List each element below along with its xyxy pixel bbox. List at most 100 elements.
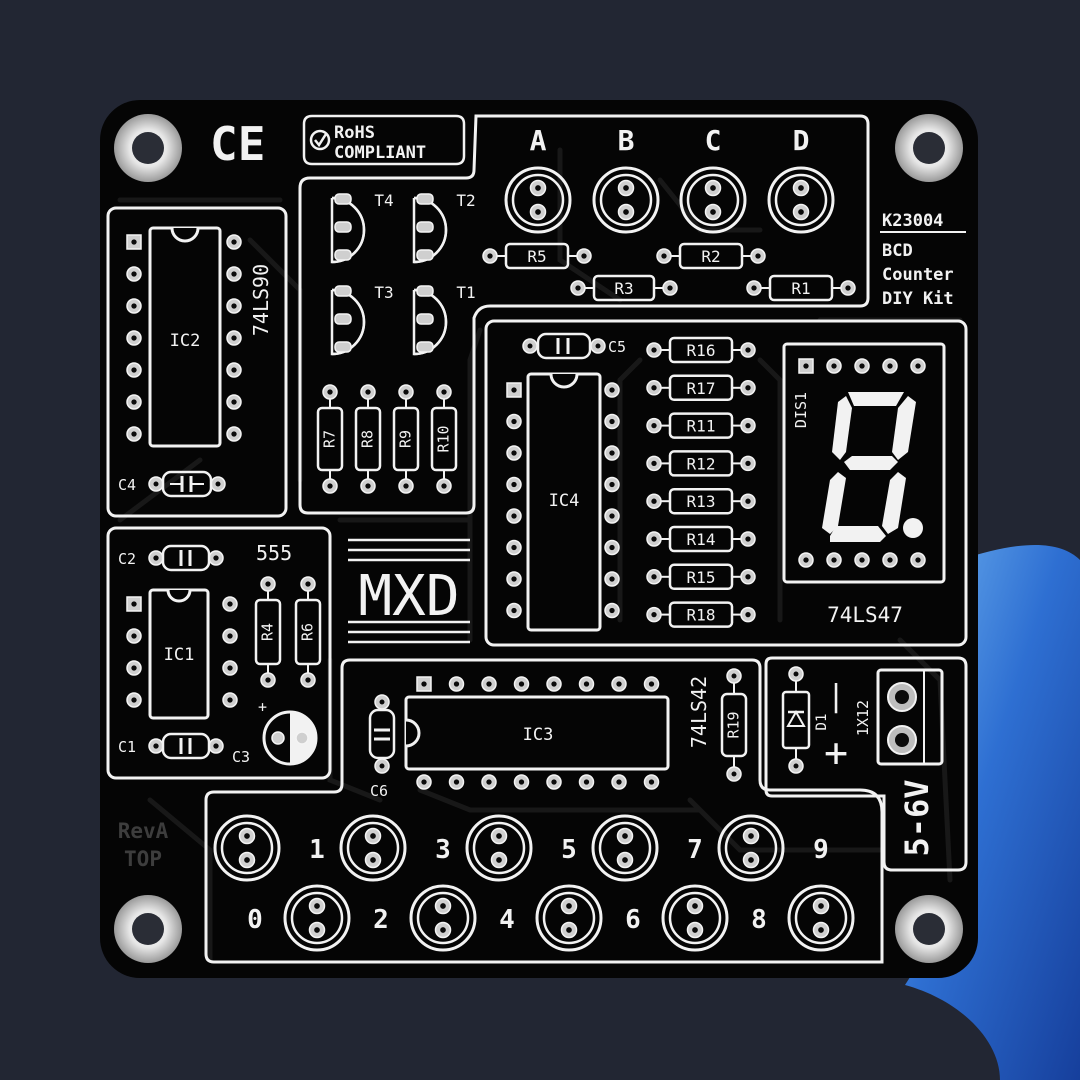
resistor-label: R6 <box>299 623 317 641</box>
d1-label: D1 <box>814 714 830 731</box>
ic4-label: IC4 <box>549 491 580 511</box>
led-d <box>767 166 835 234</box>
screw-terminal <box>876 668 944 766</box>
ic2-label: IC2 <box>170 331 201 351</box>
resistor-label: R1 <box>791 279 810 298</box>
led-label: 2 <box>373 905 389 935</box>
led-label: 3 <box>435 835 451 865</box>
resistor-r12: R12 <box>646 450 756 477</box>
ic2-part-label: 74LS90 <box>249 264 273 336</box>
led-label: 7 <box>687 835 703 865</box>
revision-line-1: RevA <box>118 819 169 843</box>
transistor-t3: T3 <box>330 283 394 356</box>
transistor-label: T2 <box>456 191 475 210</box>
kit-line-1: BCD <box>882 241 913 261</box>
mxd-logo: MXD <box>348 538 470 644</box>
kit-code: K23004 <box>882 211 943 231</box>
resistor-r16: R16 <box>646 336 756 364</box>
resistor-r7: R7 <box>316 384 344 494</box>
resistor-r14: R14 <box>646 525 756 553</box>
led-7: 7 <box>591 814 703 882</box>
transistor-label: T4 <box>374 191 393 210</box>
transistor-t2: T2 <box>412 191 476 264</box>
resistor-r18: R18 <box>646 601 756 628</box>
revision-line-2: TOP <box>124 847 162 871</box>
transistor-t1: T1 <box>412 283 476 356</box>
check-icon <box>309 129 331 151</box>
c5-capacitor: C5 <box>522 332 626 360</box>
led-top-label: C <box>705 124 722 157</box>
ic3-label: IC3 <box>523 725 554 745</box>
d1-diode: D1 <box>781 666 830 774</box>
plus-sign: + <box>824 730 848 776</box>
resistor-label: R15 <box>687 568 716 587</box>
led-8: 8 <box>751 884 855 952</box>
transistor-label: T3 <box>374 283 393 302</box>
resistor-label: R16 <box>687 341 716 360</box>
ic3-region: IC3 74LS42 C6 R19 <box>368 668 748 800</box>
resistor-label: R13 <box>687 492 716 511</box>
ic1-label: IC1 <box>164 645 195 665</box>
resistor-label: R5 <box>527 247 546 266</box>
led-top-label: A <box>530 124 547 157</box>
resistor-r10: R10 <box>430 384 458 494</box>
c1-label: C1 <box>118 738 136 756</box>
mounting-holes <box>114 114 963 963</box>
rohs-text: RoHS <box>334 123 375 143</box>
led-label: 9 <box>813 835 829 865</box>
led-3: 3 <box>339 814 451 882</box>
c6-capacitor: C6 <box>368 694 396 800</box>
led-a <box>504 166 572 234</box>
revision-mark: RevA TOP <box>118 819 169 871</box>
resistor-label: R18 <box>687 606 716 625</box>
led-label: 5 <box>561 835 577 865</box>
compliant-text: COMPLIANT <box>334 143 426 163</box>
power-region: D1 | + 1X12 5-6V <box>781 666 944 857</box>
resistor-label: R3 <box>614 279 633 298</box>
led-9: 9 <box>717 814 829 882</box>
ic3-part-label: 74LS42 <box>687 676 711 748</box>
ic2-region: IC2 74LS90 <box>126 226 273 448</box>
resistor-r3: R3 <box>570 274 678 302</box>
led-top-label: B <box>618 124 635 157</box>
kit-info: K23004 BCD Counter DIY Kit <box>880 211 966 309</box>
transistor-t4: T4 <box>330 191 394 264</box>
resistor-r4: R4 <box>254 576 282 688</box>
led-1: 1 <box>213 814 325 882</box>
r19-resistor: R19 <box>720 668 748 782</box>
svg-text:+: + <box>258 698 267 716</box>
kit-line-3: DIY Kit <box>882 289 954 309</box>
connector-label: 1X12 <box>854 700 872 736</box>
ic4-part-label: 74LS47 <box>827 603 903 627</box>
led-2: 2 <box>373 884 477 952</box>
c3-label: C3 <box>232 748 250 766</box>
c2-label: C2 <box>118 550 136 568</box>
c4-capacitor: C4 <box>118 470 226 498</box>
led-c <box>679 166 747 234</box>
led-b <box>592 166 660 234</box>
led-5: 5 <box>465 814 577 882</box>
kit-line-2: Counter <box>882 265 954 285</box>
resistor-label: R8 <box>359 430 377 448</box>
resistor-r13: R13 <box>646 487 756 515</box>
led-0: 0 <box>247 884 351 952</box>
resistor-r15: R15 <box>646 563 756 591</box>
resistor-label: R9 <box>397 430 415 448</box>
resistor-label: R4 <box>259 623 277 641</box>
display-label: DIS1 <box>792 392 810 428</box>
led-4: 4 <box>499 884 603 952</box>
resistor-r9: R9 <box>392 384 420 494</box>
copper-traces <box>117 147 963 963</box>
ce-mark: CE <box>210 117 265 171</box>
resistor-label: R14 <box>687 530 716 549</box>
logo-text: MXD <box>358 564 459 629</box>
silkscreen-outlines <box>106 114 968 964</box>
resistor-label: R10 <box>435 425 453 452</box>
led-label: 4 <box>499 905 515 935</box>
resistor-r17: R17 <box>646 374 756 402</box>
